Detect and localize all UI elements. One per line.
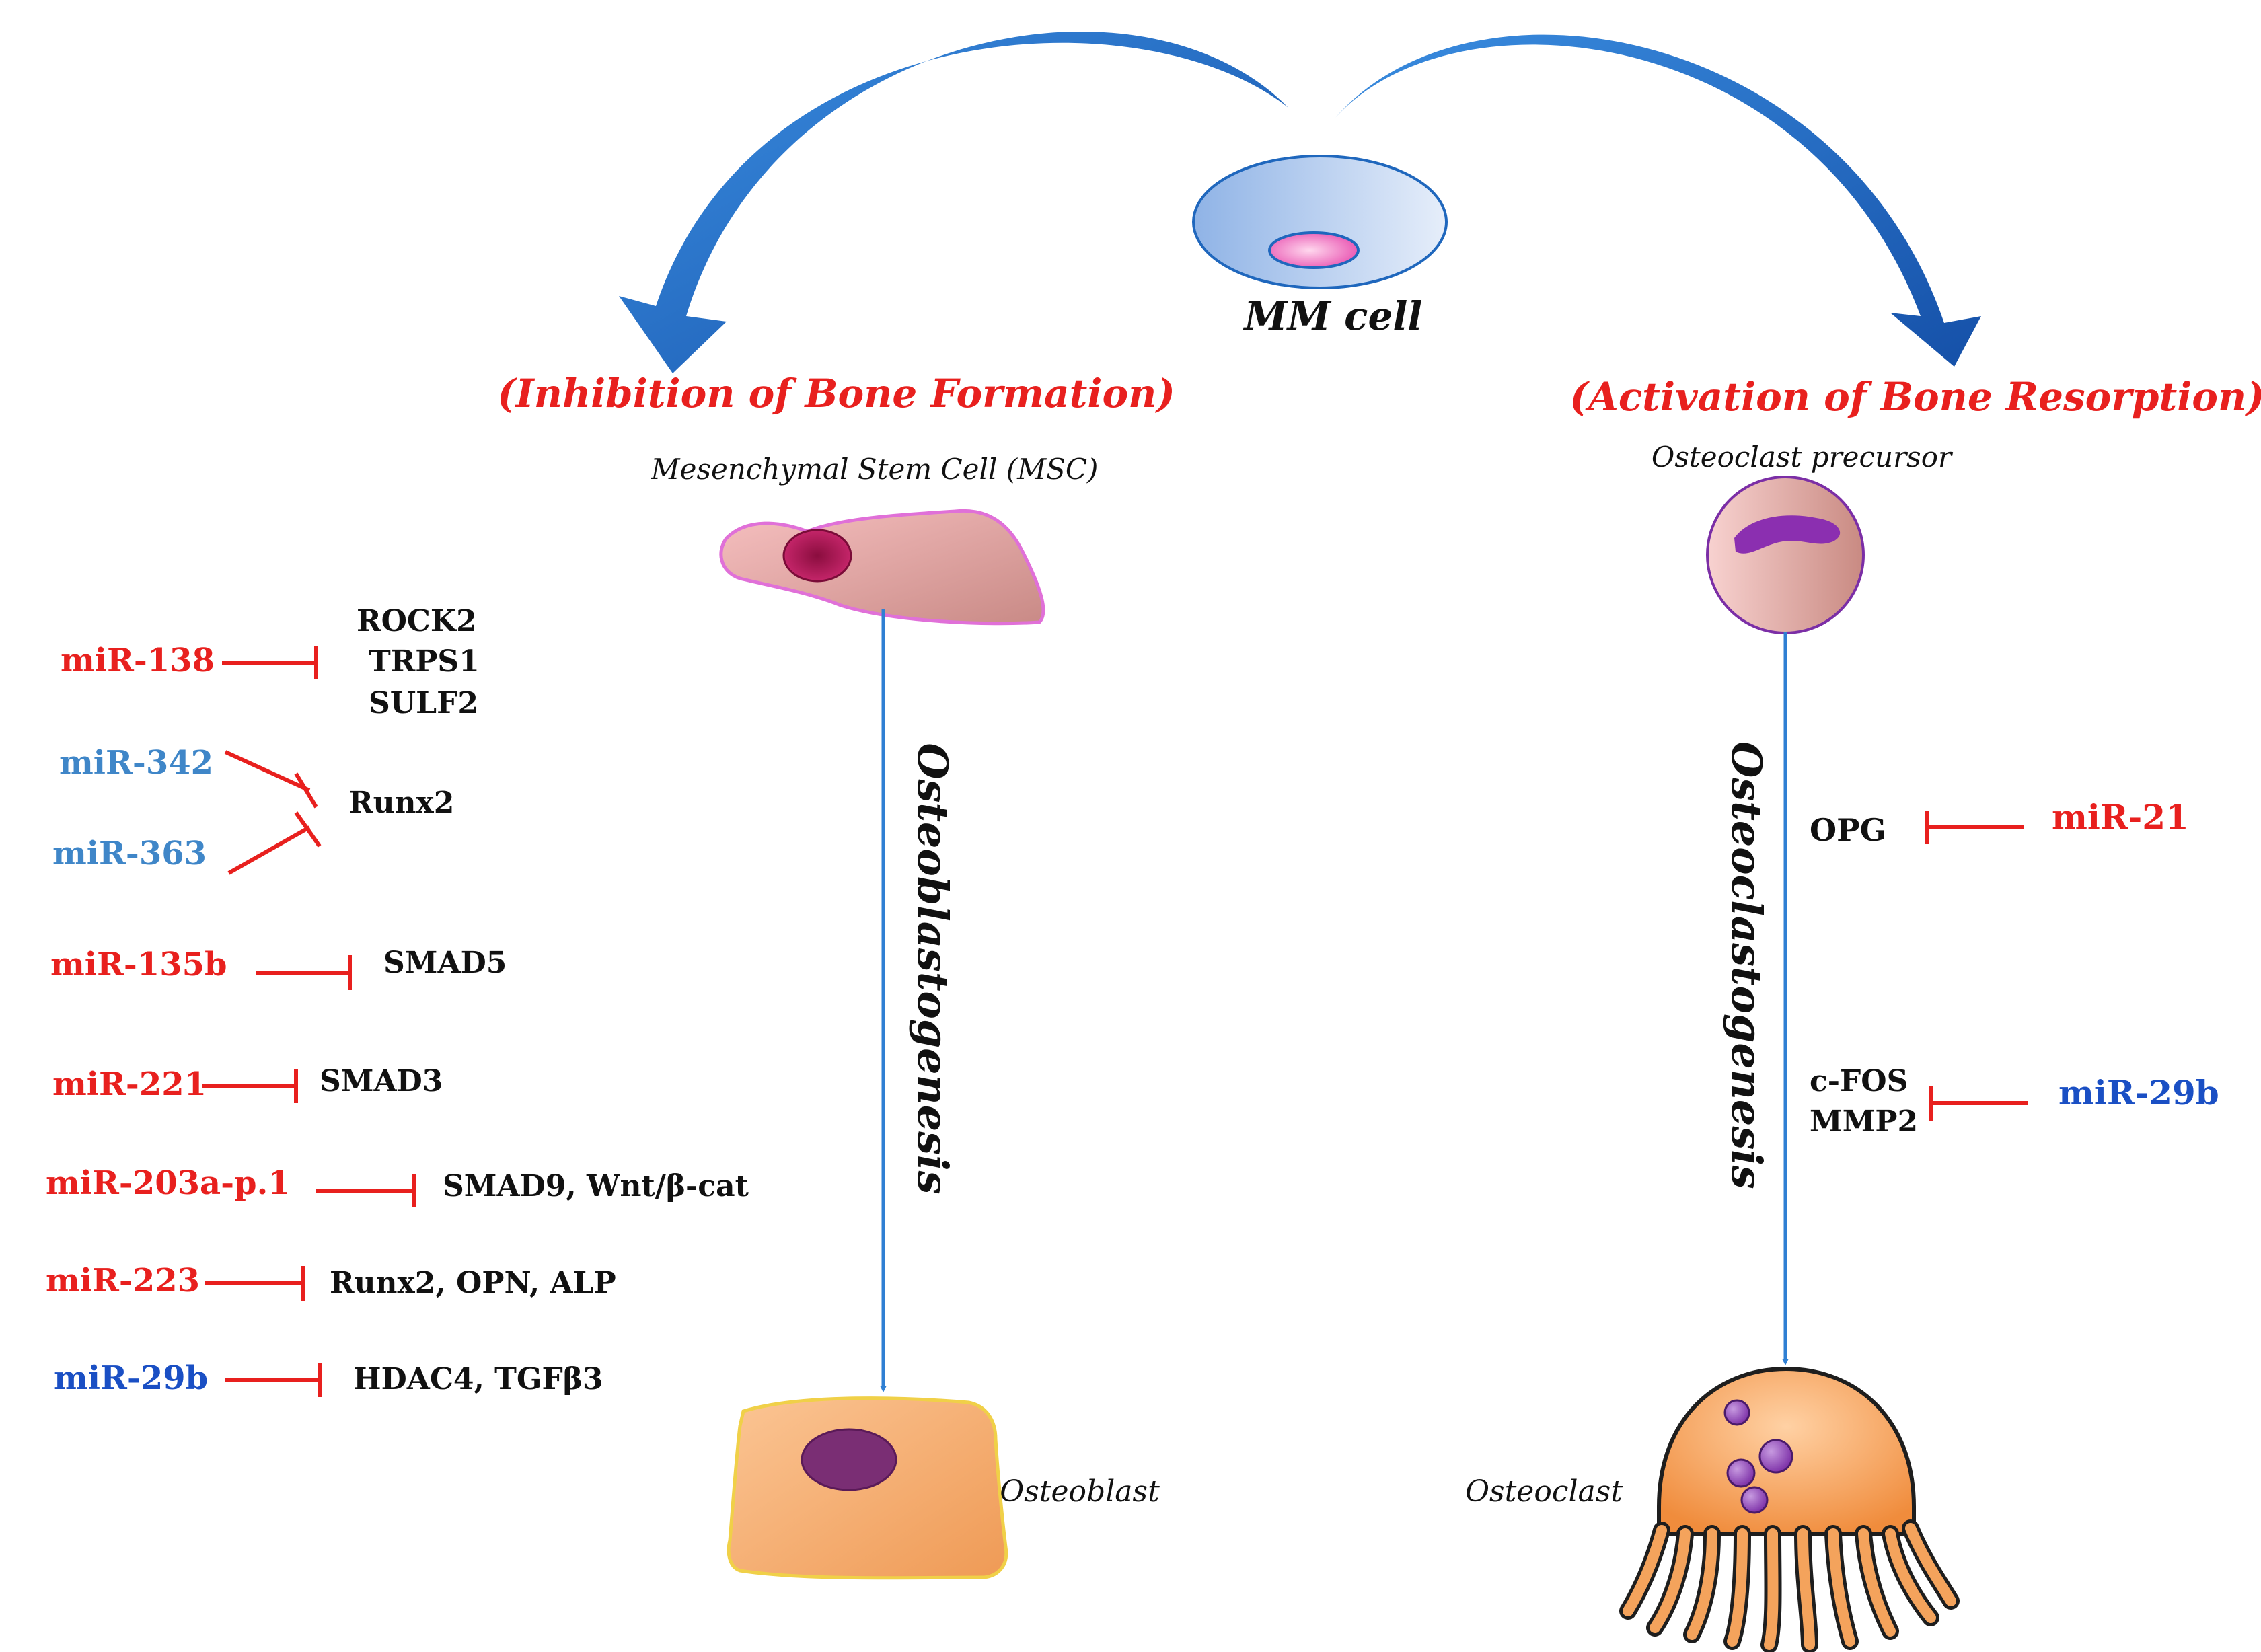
mirna-label: miR-203a-p.1 [46, 1164, 291, 1202]
mirna-label: miR-29b [54, 1359, 208, 1397]
inhibition-line [222, 646, 318, 679]
inhibition-line [225, 1363, 322, 1397]
inhibition-line [202, 1069, 298, 1103]
msc-cell [719, 509, 1045, 626]
inhibition-line [1929, 1086, 2028, 1121]
osteoclast-precursor-cell [1706, 476, 1865, 634]
inhibition-line [316, 1174, 416, 1207]
target-label: SMAD5 [383, 946, 507, 980]
osteoblast-cell [727, 1396, 1008, 1580]
inhibition-line [1925, 811, 2024, 844]
mirna-label: miR-135b [50, 946, 227, 983]
target-label: SMAD9, Wnt/β-cat [443, 1169, 749, 1203]
mirna-label: miR-138 [61, 642, 215, 679]
msc-label: Mesenchymal Stem Cell (MSC) [651, 453, 1099, 486]
mirna-label: miR-363 [52, 835, 207, 872]
curved-arrow-left [619, 31, 1288, 373]
target-label: SMAD3 [320, 1064, 443, 1098]
target-label: c-FOS [1810, 1064, 1908, 1098]
left-heading: (Inhibition of Bone Formation) [497, 371, 1175, 416]
target-label: SULF2 [369, 686, 478, 720]
right-heading: (Activation of Bone Resorption) [1569, 374, 2261, 420]
mirna-label: miR-29b [2059, 1073, 2219, 1113]
inhibition-line [205, 1266, 305, 1301]
inhibition-line [224, 750, 318, 809]
target-label: OPG [1810, 812, 1886, 848]
target-label: Runx2, OPN, ALP [330, 1266, 616, 1300]
mirna-label: miR-342 [59, 744, 213, 782]
mirna-label: miR-21 [2052, 797, 2189, 837]
mirna-label: miR-223 [46, 1262, 200, 1300]
target-label: Runx2 [348, 786, 454, 820]
curved-arrow-right [1335, 34, 1981, 367]
mirna-label: miR-221 [52, 1065, 207, 1103]
osteoclast-cell [1619, 1366, 1960, 1652]
osteoblast-label: Osteoblast [1000, 1474, 1160, 1509]
right-mirna-list: OPG miR-21 c-FOS MMP2 miR-29b [1810, 797, 2219, 1139]
osteoblastogenesis-label: Osteoblastogenesis [908, 743, 957, 1194]
target-label: HDAC4, TGFβ3 [353, 1362, 603, 1396]
precursor-label: Osteoclast precursor [1652, 441, 1954, 474]
inhibition-line [256, 955, 352, 990]
target-label: MMP2 [1810, 1104, 1918, 1139]
target-label: ROCK2 [357, 604, 477, 638]
osteoclast-label: Osteoclast [1465, 1474, 1623, 1509]
osteoclastogenesis-label: Osteoclastogenesis [1722, 741, 1771, 1189]
mm-cell-label: MM cell [1243, 293, 1423, 339]
inhibition-line [227, 811, 322, 875]
left-mirna-list: miR-138 ROCK2 TRPS1 SULF2 miR-342 miR-36… [46, 604, 749, 1397]
target-label: TRPS1 [369, 644, 480, 679]
mm-cell [1192, 155, 1448, 289]
